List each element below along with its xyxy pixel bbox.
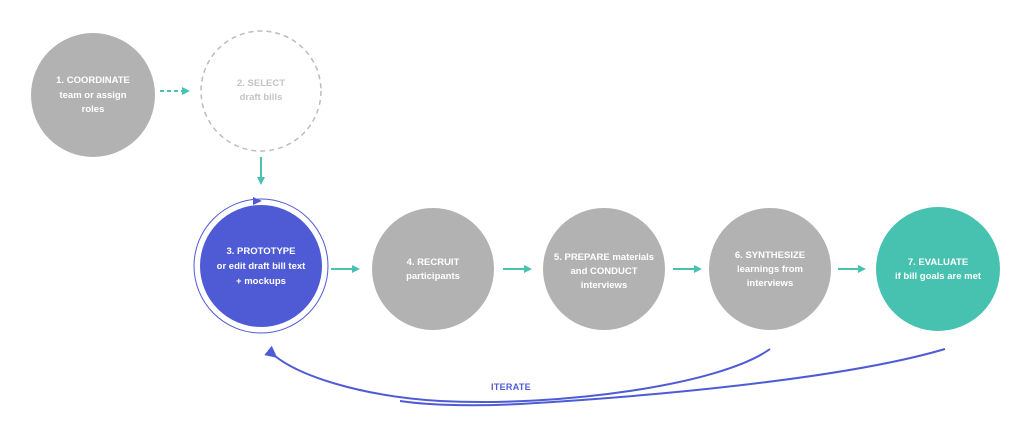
step-2-circle	[200, 30, 322, 152]
step-3-line-2: + mockups	[236, 276, 286, 287]
step-5-title: 5. PREPARE materials	[554, 252, 654, 263]
step-7-circle	[876, 207, 1000, 331]
step-7-title: 7. EVALUATE	[908, 257, 968, 268]
step-3-outer-ring	[193, 198, 329, 334]
step-4-line-1: participants	[406, 271, 460, 282]
step-5-line-1: and CONDUCT	[570, 266, 637, 277]
iterate-label: ITERATE	[491, 382, 531, 392]
step-7-line-1: if bill goals are met	[895, 271, 982, 282]
step-7-evaluate: 7. EVALUATE if bill goals are met	[876, 207, 1000, 331]
step-6-title: 6. SYNTHESIZE	[735, 250, 805, 261]
step-4-recruit: 4. RECRUIT participants	[372, 208, 494, 330]
step-2-title: 2. SELECT	[237, 78, 285, 89]
iterate-curve-from-6	[264, 345, 771, 403]
step-1-coordinate: 1. COORDINATE team or assign roles	[31, 33, 155, 157]
step-2-line-1: draft bills	[240, 92, 283, 103]
step-4-circle	[372, 208, 494, 330]
step-4-title: 4. RECRUIT	[407, 257, 460, 268]
step-2-select: 2. SELECT draft bills	[200, 30, 322, 152]
step-3-ring-arrow-icon	[253, 197, 262, 205]
step-1-line-1: team or assign	[59, 90, 126, 101]
step-1-line-2: roles	[82, 104, 105, 115]
step-5-circle	[543, 208, 665, 330]
step-6-synthesize: 6. SYNTHESIZE learnings from interviews	[709, 208, 831, 330]
step-5-line-2: interviews	[581, 280, 627, 291]
step-5-prepare: 5. PREPARE materials and CONDUCT intervi…	[543, 208, 665, 330]
step-6-line-2: interviews	[747, 278, 793, 289]
step-3-circle	[200, 205, 322, 327]
step-3-prototype: 3. PROTOTYPE or edit draft bill text + m…	[193, 197, 329, 334]
step-6-circle	[709, 208, 831, 330]
step-3-title: 3. PROTOTYPE	[227, 246, 296, 257]
step-1-circle	[31, 33, 155, 157]
iterate-curve-from-7	[399, 348, 946, 407]
step-3-line-1: or edit draft bill text	[217, 261, 307, 272]
step-1-title: 1. COORDINATE	[56, 75, 130, 86]
step-6-line-1: learnings from	[737, 264, 803, 275]
